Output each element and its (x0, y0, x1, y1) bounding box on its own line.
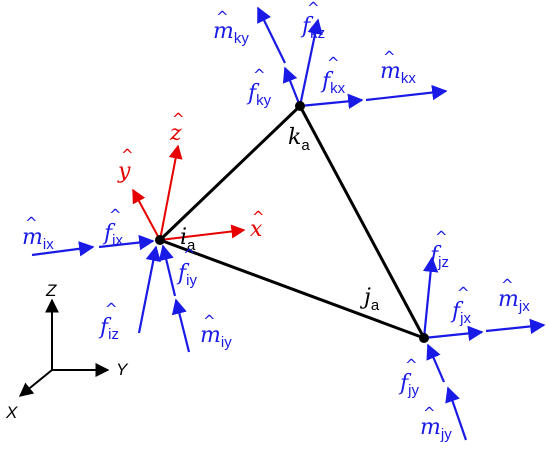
hat-f-iz: ^ (105, 300, 118, 318)
local-z-axis-arrow (159, 144, 183, 241)
local-y-hat: ^ (121, 146, 134, 164)
arrow-f-jy (426, 343, 446, 383)
hat-m-ky: ^ (216, 8, 229, 26)
label-m-ky: mky (213, 19, 249, 47)
hat-f-ix: ^ (109, 206, 122, 224)
hat-m-jx: ^ (501, 276, 514, 294)
label-m-jx: mjx (498, 287, 530, 315)
label-f-jy: fjy (398, 371, 419, 399)
load-arrows (31, 6, 546, 441)
nodes (155, 101, 429, 343)
global-x-label: X (5, 403, 18, 422)
local-x-label: x (250, 217, 263, 242)
label-f-jx: fjx (450, 299, 471, 327)
local-z-hat: ^ (172, 110, 185, 128)
arrow-f-jz (422, 256, 439, 339)
node-j (419, 333, 429, 343)
arrow-m-kx (365, 84, 448, 102)
local-z-label: z (169, 121, 182, 146)
hat-f-jy: ^ (405, 356, 418, 374)
label-m-jy: mjy (420, 415, 452, 443)
node-label-i: ia (180, 225, 196, 254)
hat-m-ix: ^ (25, 214, 38, 232)
node-i (155, 235, 165, 245)
hat-m-jy: ^ (423, 404, 436, 422)
arrow-m-ix (31, 241, 95, 257)
edge-i-j (159, 238, 425, 340)
arrow-m-ky (257, 6, 286, 64)
label-f-ky: fky (246, 81, 272, 109)
hat-f-iy: ^ (183, 246, 196, 264)
node-k (295, 101, 305, 111)
global-axis-labels: Z Y X (5, 281, 129, 422)
hat-f-ky: ^ (253, 66, 266, 84)
load-labels: mix ^ fix ^ fiy ^ fiz ^ miy ^ mky ^ fkz … (22, 0, 530, 443)
edge-i-k (158, 104, 302, 242)
label-m-kx: mkx (380, 59, 416, 87)
label-m-ix: mix (22, 225, 54, 253)
node-label-j: ja (359, 285, 380, 314)
arrow-m-iy (171, 298, 191, 353)
hat-f-kz: ^ (307, 0, 320, 17)
local-x-axis-arrow (159, 224, 246, 241)
label-f-ix: fix (102, 221, 123, 249)
local-x-hat: ^ (252, 208, 265, 226)
local-axis-labels: x ^ y ^ z ^ (117, 110, 265, 242)
arrow-f-ix (98, 234, 155, 251)
global-z-label: Z (45, 281, 57, 300)
hat-f-jx: ^ (457, 284, 470, 302)
global-x-axis-arrow (18, 369, 53, 397)
hat-m-iy: ^ (203, 312, 216, 330)
node-label-k: ka (288, 125, 310, 154)
label-f-kx: fkx (320, 69, 346, 97)
hat-f-jz: ^ (435, 228, 448, 246)
arrow-f-jx (423, 325, 484, 342)
label-m-iy: miy (200, 323, 232, 351)
arrow-f-iz (137, 245, 161, 334)
edge-k-j (298, 105, 426, 339)
arrow-f-ky (282, 66, 302, 107)
hat-m-kx: ^ (383, 48, 396, 66)
label-f-iy: fiy (176, 261, 197, 289)
arrow-f-iy (158, 244, 177, 297)
hat-f-kx: ^ (327, 54, 340, 72)
local-axes (132, 144, 246, 241)
arrow-m-jx (485, 318, 546, 335)
triangle-edges (158, 104, 426, 340)
local-y-label: y (117, 159, 131, 184)
arrow-m-jy (445, 386, 468, 441)
arrow-f-kz (298, 18, 323, 107)
label-f-iz: fiz (98, 315, 119, 343)
label-f-kz: fkz (300, 14, 325, 42)
node-labels: ia ka ja (180, 125, 380, 314)
label-f-jz: fjz (428, 243, 449, 271)
global-y-label: Y (116, 360, 129, 379)
local-y-axis-arrow (132, 188, 161, 241)
global-axes (18, 298, 110, 397)
arrow-f-kx (299, 93, 364, 109)
